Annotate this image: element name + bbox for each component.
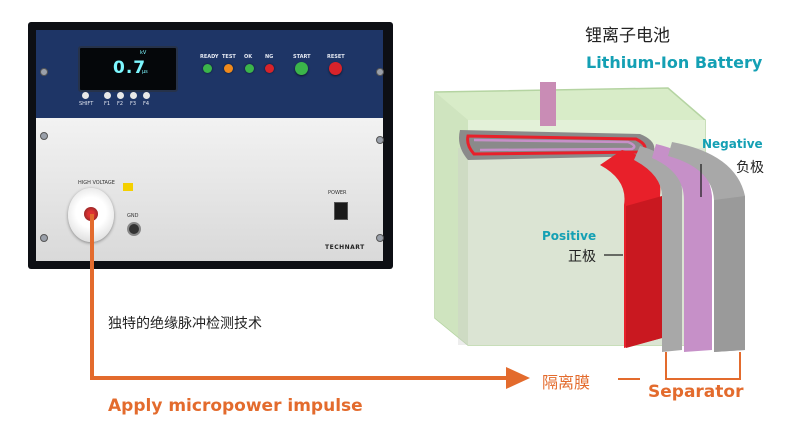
positive-label-cn: 正极 <box>568 249 596 265</box>
f1-key[interactable] <box>104 92 111 99</box>
reset-label: RESET <box>327 54 345 60</box>
f1-key-label: F1 <box>104 101 111 107</box>
ng-label: NG <box>265 54 274 60</box>
screw-icon <box>376 68 384 76</box>
reset-button[interactable] <box>329 62 342 75</box>
ready-lamp <box>203 64 212 73</box>
f2-key[interactable] <box>117 92 124 99</box>
power-switch[interactable] <box>334 202 348 220</box>
ng-lamp <box>265 64 274 73</box>
positive-sheet-front <box>626 196 662 348</box>
ready-label: READY <box>200 54 219 60</box>
separator-label-cn: 隔离膜 <box>542 373 591 392</box>
shift-key[interactable] <box>82 92 89 99</box>
screw-icon <box>40 234 48 242</box>
separator-sheet-2-front <box>714 196 745 352</box>
start-button[interactable] <box>295 62 308 75</box>
battery-illustration <box>434 82 745 380</box>
warning-icon <box>123 183 133 191</box>
gnd-terminal <box>127 222 141 236</box>
battery-title-cn: 锂离子电池 <box>585 26 670 46</box>
impulse-arrow-head <box>506 367 530 389</box>
technique-caption: 独特的绝缘脉冲检测技术 <box>108 316 262 332</box>
screw-icon <box>376 136 384 144</box>
positive-label-en: Positive <box>542 229 597 243</box>
test-label: TEST <box>222 54 236 60</box>
f4-key[interactable] <box>143 92 150 99</box>
start-label: START <box>293 54 311 60</box>
separator-label-en: Separator <box>648 382 744 402</box>
instrument-display <box>78 46 178 92</box>
f3-key-label: F3 <box>130 101 137 107</box>
negative-label-cn: 负极 <box>736 160 764 176</box>
negative-sheet <box>652 144 712 352</box>
display-unit-bottom: μs <box>142 69 148 75</box>
f2-key-label: F2 <box>117 101 124 107</box>
winding-negative <box>473 138 636 152</box>
gnd-label: GND <box>127 213 139 219</box>
brand-logo: TECHNART <box>325 244 365 251</box>
battery-title-en: Lithium-Ion Battery <box>586 53 763 72</box>
test-lamp <box>224 64 233 73</box>
f3-key[interactable] <box>130 92 137 99</box>
negative-label-en: Negative <box>702 137 763 151</box>
cell-tab <box>540 82 556 126</box>
screw-icon <box>40 132 48 140</box>
screw-icon <box>40 68 48 76</box>
ok-label: OK <box>244 54 253 60</box>
cell-case-side <box>435 92 468 345</box>
impulse-arrow-line <box>90 214 508 380</box>
shift-key-label: SHIFT <box>79 101 94 107</box>
display-unit-top: kV <box>140 50 147 56</box>
apply-impulse-label: Apply micropower impulse <box>108 396 363 416</box>
display-value: 0.7 <box>113 58 147 78</box>
power-label: POWER <box>328 190 347 196</box>
high-voltage-label: HIGH VOLTAGE <box>78 180 115 186</box>
ok-lamp <box>245 64 254 73</box>
separator-sheet-1 <box>634 146 683 352</box>
screw-icon <box>376 234 384 242</box>
separator-bracket <box>618 352 741 380</box>
f4-key-label: F4 <box>143 101 150 107</box>
